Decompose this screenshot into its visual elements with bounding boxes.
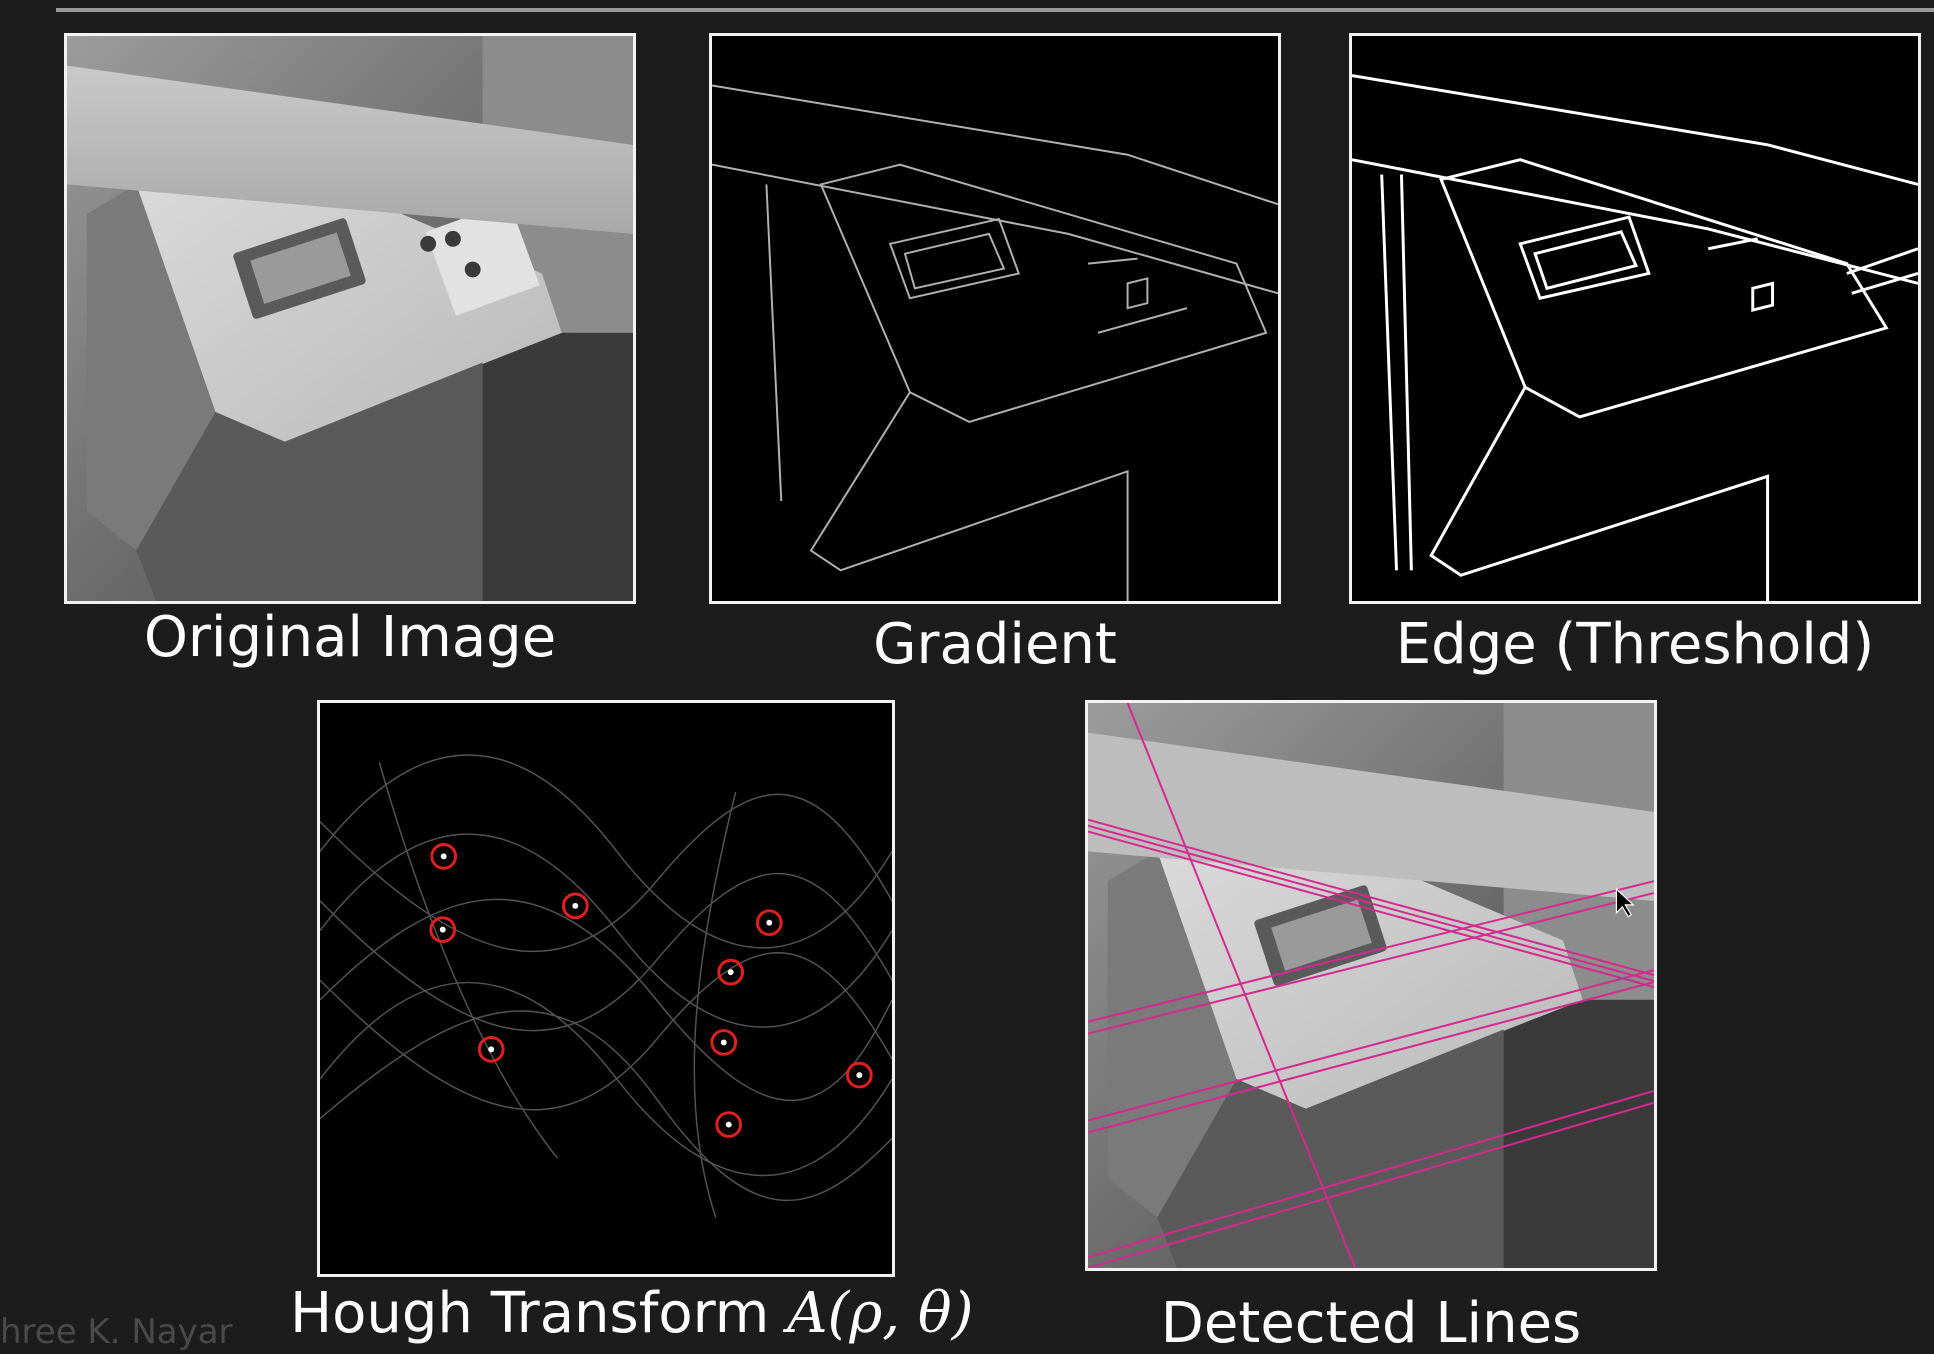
author-credit: hree K. Nayar: [0, 1312, 233, 1352]
hough-caption-formula: A(ρ, θ): [787, 1281, 974, 1346]
mouse-cursor-icon: [1615, 887, 1635, 918]
original-image-caption: Original Image: [143, 605, 557, 670]
edge-threshold-image: [1352, 36, 1918, 601]
detected-line-overlay: [1088, 703, 1654, 1268]
gradient-panel: [709, 33, 1281, 604]
edge-threshold-caption: Edge (Threshold): [1395, 612, 1875, 677]
hough-peak-markers: [429, 843, 873, 1138]
gradient-caption: Gradient: [873, 612, 1117, 677]
original-image-panel: [64, 33, 636, 604]
hough-accumulator-image: [320, 703, 892, 1274]
detected-lines-panel: [1085, 700, 1657, 1271]
original-image: [67, 36, 633, 601]
hough-caption-text: Hough Transform: [290, 1281, 788, 1346]
gradient-image: [712, 36, 1278, 601]
top-divider: [56, 8, 1934, 12]
hough-transform-caption: Hough Transform A(ρ, θ): [290, 1286, 973, 1342]
detected-lines-image: [1088, 703, 1654, 1268]
hough-transform-panel: [317, 700, 895, 1277]
detected-lines-caption: Detected Lines: [1160, 1291, 1582, 1354]
edge-threshold-panel: [1349, 33, 1921, 604]
